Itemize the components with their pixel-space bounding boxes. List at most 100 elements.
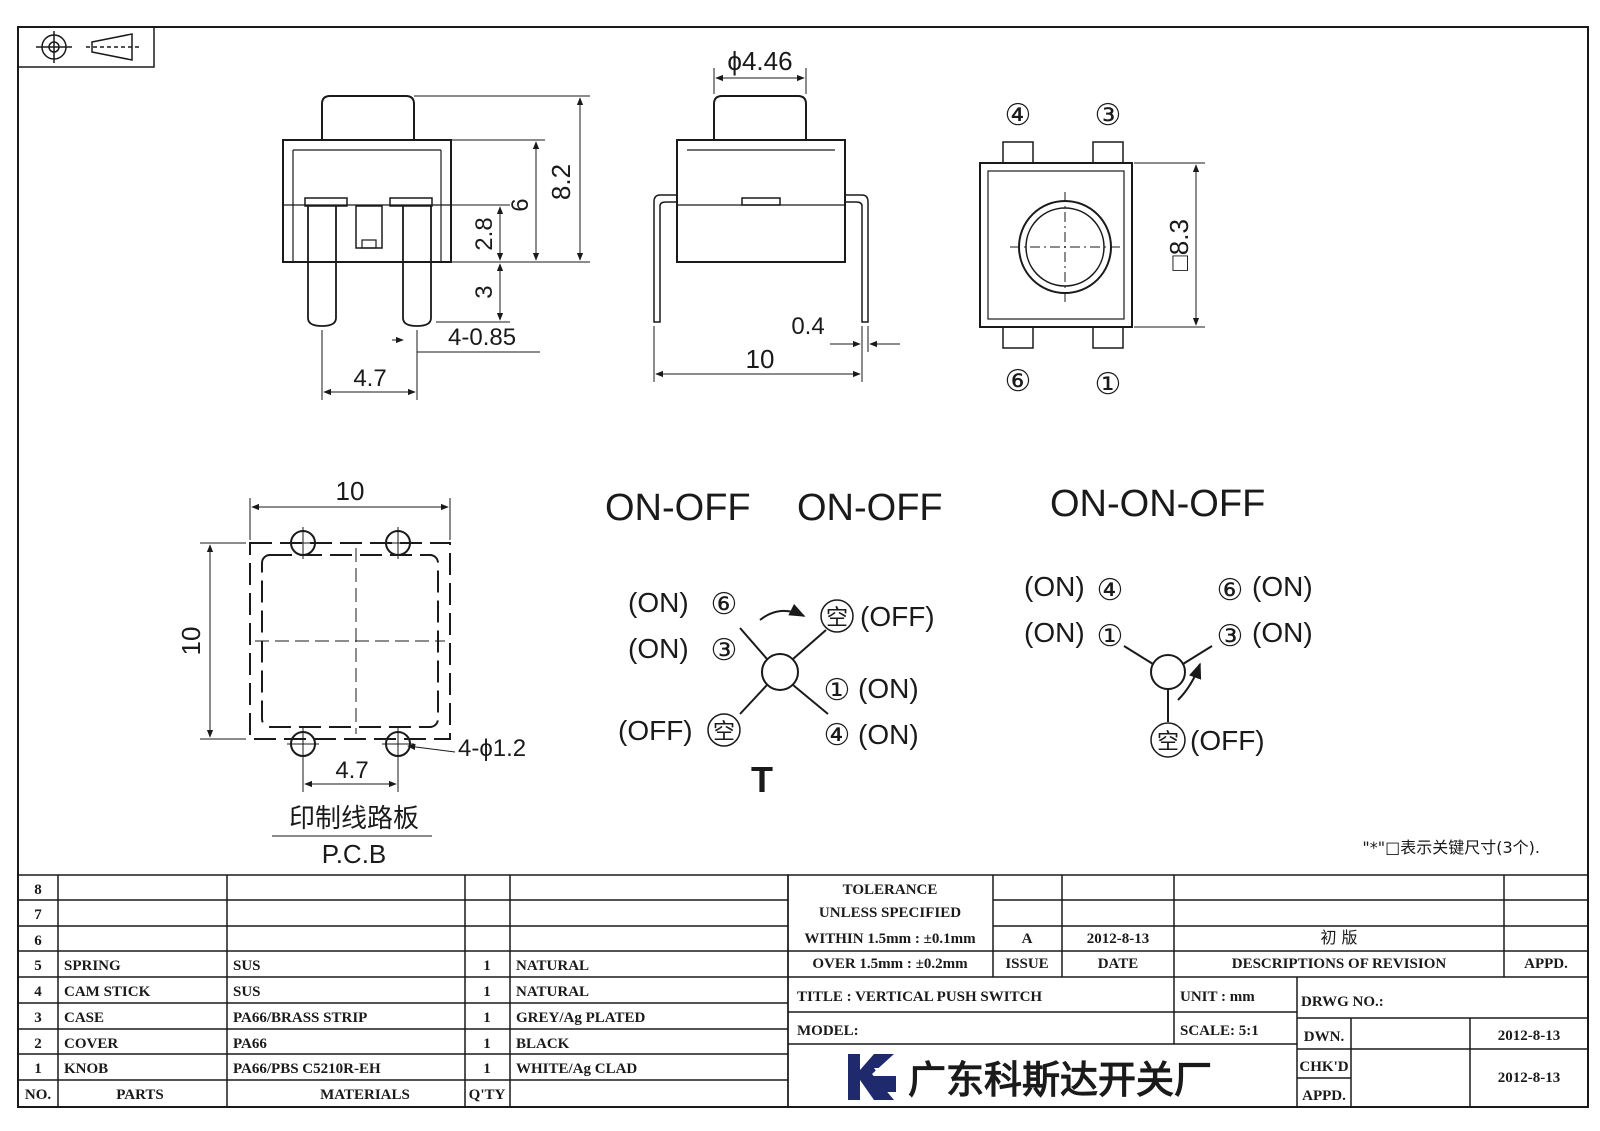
bom-row: 6 bbox=[34, 933, 42, 949]
dwn-date: 2012-8-13 bbox=[1498, 1028, 1561, 1044]
scale-label: SCALE: 5:1 bbox=[1180, 1023, 1259, 1039]
bom-no: 5 bbox=[34, 958, 42, 974]
top-view bbox=[979, 141, 1133, 349]
bom-finish: NATURAL bbox=[516, 984, 589, 1000]
top-pin-3-label: ③ bbox=[1095, 98, 1122, 133]
bom-row: 2 COVER PA66 1 BLACK bbox=[34, 1036, 569, 1052]
dwn-label: DWN. bbox=[1304, 1029, 1345, 1045]
bom-material: SUS bbox=[233, 958, 261, 974]
pcb-layout bbox=[249, 527, 451, 760]
appd-bottom-label: APPD. bbox=[1302, 1088, 1346, 1104]
bom-material: SUS bbox=[233, 984, 261, 1000]
sch-left-pin-empty-top-ring bbox=[820, 599, 854, 633]
bom-row: 5 SPRING SUS 1 NATURAL bbox=[34, 958, 589, 974]
dim-side-pin-width: 4-0.85 bbox=[448, 324, 516, 351]
sch-left-pin-4: ④ bbox=[824, 718, 851, 753]
bom-row: 7 bbox=[34, 907, 42, 923]
tolerance-line-3: WITHIN 1.5mm : ±0.1mm bbox=[804, 931, 976, 947]
bom-finish: NATURAL bbox=[516, 958, 589, 974]
bom-no: 7 bbox=[34, 907, 42, 923]
sch-right-label-1: (ON) bbox=[1024, 571, 1085, 602]
drwg-no-label: DRWG NO.: bbox=[1301, 994, 1384, 1010]
bom-part: COVER bbox=[64, 1036, 118, 1052]
issue-label: ISSUE bbox=[1005, 956, 1048, 972]
unit-label: UNIT : mm bbox=[1180, 989, 1255, 1005]
bom-row: 1 KNOB PA66/PBS C5210R-EH 1 WHITE/Ag CLA… bbox=[34, 1061, 637, 1077]
front-view bbox=[653, 95, 869, 323]
sch-left-pin-empty-top: 空 bbox=[826, 606, 848, 631]
t-type-label: T bbox=[751, 759, 773, 800]
bom-no: 3 bbox=[34, 1010, 42, 1026]
dim-side-pin-upper: 2.8 bbox=[471, 217, 498, 250]
sch-right-pin-6: ⑥ bbox=[1217, 573, 1244, 608]
tolerance-line-4: OVER 1.5mm : ±0.2mm bbox=[812, 956, 968, 972]
key-dimension-note: "*"□表示关键尺寸(3个). bbox=[1362, 838, 1540, 857]
sch-right-label-2: (ON) bbox=[1024, 617, 1085, 648]
pcb-dimensions bbox=[200, 498, 456, 837]
bom-part: KNOB bbox=[64, 1061, 108, 1077]
bom-no: 6 bbox=[34, 933, 42, 949]
tolerance-line-1: TOLERANCE bbox=[843, 882, 938, 898]
bom-no: 2 bbox=[34, 1036, 42, 1052]
bom-finish: BLACK bbox=[516, 1036, 570, 1052]
revision-label: DESCRIPTIONS OF REVISION bbox=[1232, 956, 1447, 972]
dim-pcb-height: 10 bbox=[176, 627, 206, 656]
drawing-title: TITLE : VERTICAL PUSH SWITCH bbox=[797, 989, 1042, 1005]
tolerance-line-2: UNLESS SPECIFIED bbox=[819, 905, 961, 921]
sch-left-label-2: (ON) bbox=[628, 633, 689, 664]
appd-label: APPD. bbox=[1524, 956, 1568, 972]
bom-header-row: NO. PARTS MATERIALS Q'TY bbox=[25, 1087, 506, 1103]
bom-part: SPRING bbox=[64, 958, 121, 974]
bom-qty: 1 bbox=[483, 984, 491, 1000]
top-pin-4-label: ④ bbox=[1005, 98, 1032, 133]
bom-qty: 1 bbox=[483, 1061, 491, 1077]
bom-finish: GREY/Ag PLATED bbox=[516, 1010, 645, 1026]
projection-symbol-icon bbox=[17, 26, 155, 68]
sch-left-label-1: (ON) bbox=[628, 587, 689, 618]
bom-qty: 1 bbox=[483, 1036, 491, 1052]
bom-no: 4 bbox=[34, 984, 42, 1000]
sch-right-pin-3: ③ bbox=[1217, 619, 1244, 654]
dim-front-width: 10 bbox=[746, 344, 775, 374]
bom-material: PA66/PBS C5210R-EH bbox=[233, 1061, 381, 1077]
sch-left-pin-3: ③ bbox=[711, 633, 738, 668]
model-label: MODEL: bbox=[797, 1023, 859, 1039]
sch-left-label-6: (ON) bbox=[858, 719, 919, 750]
company-name: 广东科斯达开关厂 bbox=[908, 1058, 1212, 1102]
title-block-grid bbox=[787, 874, 1589, 1108]
bom-material: PA66/BRASS STRIP bbox=[233, 1010, 367, 1026]
sch-right-pin-empty-ring bbox=[1150, 722, 1186, 758]
bom-header-parts: PARTS bbox=[116, 1087, 164, 1103]
bom-material: PA66 bbox=[233, 1036, 267, 1052]
sch-right-pin-4: ④ bbox=[1097, 573, 1124, 608]
issue-value: A bbox=[1022, 931, 1033, 947]
pcb-label-cn: 印制线路板 bbox=[289, 804, 419, 834]
sch-left-pin-6: ⑥ bbox=[711, 587, 738, 622]
schematic-title-right: ON-ON-OFF bbox=[1050, 483, 1265, 525]
bom-row: 8 bbox=[34, 882, 42, 898]
bom-row: 3 CASE PA66/BRASS STRIP 1 GREY/Ag PLATED bbox=[34, 1010, 645, 1026]
bom-header-no: NO. bbox=[25, 1087, 52, 1103]
bom-part: CASE bbox=[64, 1010, 104, 1026]
sch-right-label-3: (ON) bbox=[1252, 571, 1313, 602]
sch-left-pin-empty-ring bbox=[707, 713, 741, 747]
top-view-dimensions bbox=[1134, 162, 1205, 328]
bom-qty: 1 bbox=[483, 1010, 491, 1026]
dim-front-thickness: 0.4 bbox=[791, 313, 824, 340]
sch-right-pin-1: ① bbox=[1097, 619, 1124, 654]
schematic-left-lines bbox=[739, 603, 829, 715]
dim-side-pitch: 4.7 bbox=[353, 365, 386, 392]
bom-table-grid bbox=[17, 874, 789, 1108]
sch-left-pin-empty: 空 bbox=[713, 720, 735, 745]
sch-right-pin-empty: 空 bbox=[1157, 730, 1179, 755]
bom-rows: 8 7 6 5 SPRING SUS 1 NATURAL bbox=[25, 882, 646, 1103]
top-pin-1-label: ① bbox=[1095, 367, 1122, 402]
top-pin-6-label: ⑥ bbox=[1005, 364, 1032, 399]
bom-qty: 1 bbox=[483, 958, 491, 974]
front-view-dimensions bbox=[653, 68, 900, 382]
chkd-date: 2012-8-13 bbox=[1498, 1070, 1561, 1086]
dim-top-square: □8.3 bbox=[1164, 219, 1194, 271]
date-label: DATE bbox=[1098, 956, 1139, 972]
sch-right-label-5: (OFF) bbox=[1190, 725, 1265, 756]
bom-row: 4 CAM STICK SUS 1 NATURAL bbox=[34, 984, 589, 1000]
